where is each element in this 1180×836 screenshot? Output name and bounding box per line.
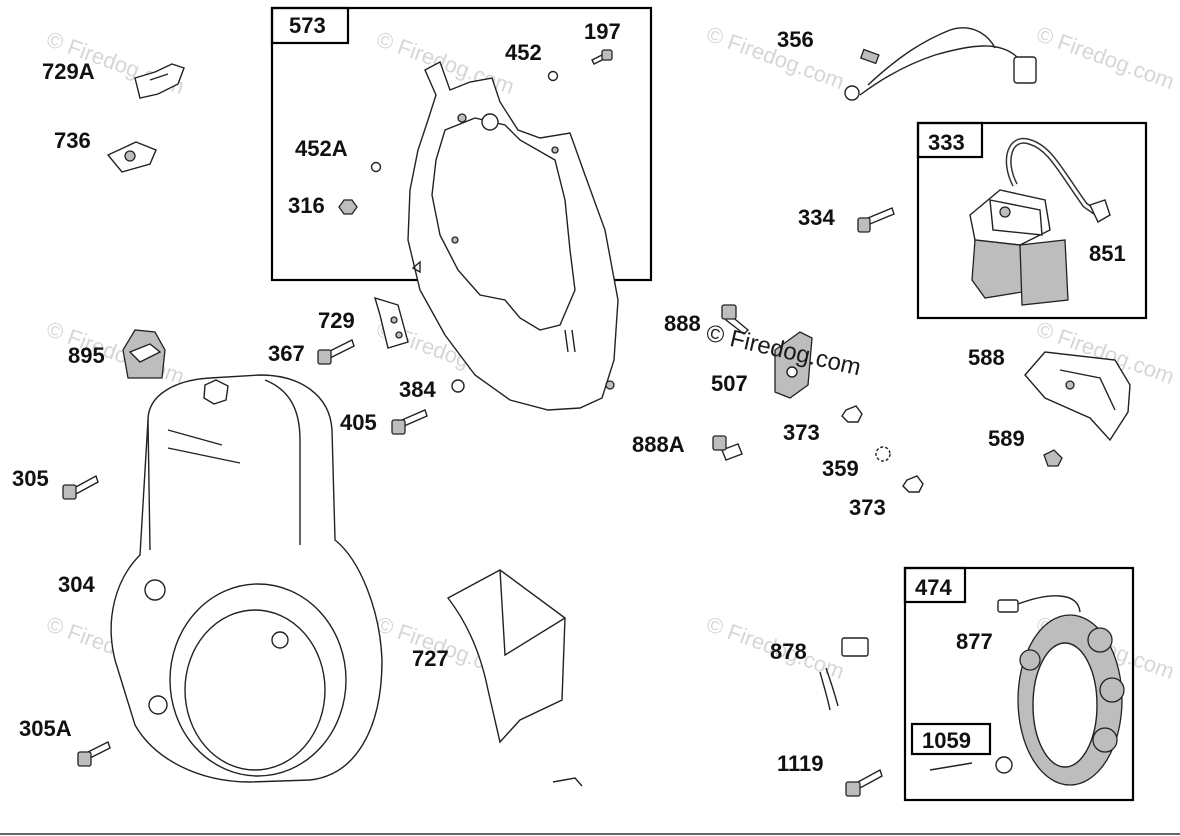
label-474: 474 bbox=[915, 575, 952, 600]
label-452: 452 bbox=[505, 40, 542, 65]
nut-373a bbox=[841, 405, 863, 423]
group-333-frame bbox=[916, 121, 1148, 320]
label-1059: 1059 bbox=[922, 728, 971, 753]
screw-197 bbox=[591, 49, 613, 65]
label-356: 356 bbox=[777, 27, 814, 52]
watermark: © Firedog.com bbox=[43, 316, 187, 389]
group-573-tag bbox=[270, 6, 350, 45]
ignition-coil-333 bbox=[969, 137, 1111, 306]
screw-888 bbox=[721, 304, 750, 335]
label-588: 588 bbox=[968, 345, 1005, 370]
label-373a: 373 bbox=[783, 420, 820, 445]
clip-729a bbox=[134, 63, 185, 99]
shield-727 bbox=[446, 569, 566, 744]
washer-384 bbox=[451, 379, 465, 393]
switch-895 bbox=[122, 329, 166, 379]
bracket-729 bbox=[373, 296, 409, 349]
group-474 bbox=[903, 566, 1135, 802]
spring-727 bbox=[552, 777, 583, 787]
label-877: 877 bbox=[956, 629, 993, 654]
label-736: 736 bbox=[54, 128, 91, 153]
label-1119: 1119 bbox=[777, 751, 824, 776]
blower-housing-304 bbox=[110, 374, 383, 783]
screw-305 bbox=[62, 474, 99, 500]
screw-305a bbox=[77, 741, 111, 767]
label-359: 359 bbox=[822, 456, 859, 481]
washer-452 bbox=[547, 70, 559, 82]
connector-878 bbox=[819, 637, 869, 711]
label-304: 304 bbox=[58, 572, 95, 597]
watermark: © Firedog.com bbox=[703, 21, 847, 94]
label-405: 405 bbox=[340, 410, 377, 435]
label-878: 878 bbox=[770, 639, 807, 664]
label-367: 367 bbox=[268, 341, 305, 366]
screw-888a bbox=[712, 435, 743, 461]
label-727: 727 bbox=[412, 646, 449, 671]
label-334: 334 bbox=[798, 205, 835, 230]
label-895: 895 bbox=[68, 343, 105, 368]
nut-373b bbox=[902, 475, 924, 493]
label-316: 316 bbox=[288, 193, 325, 218]
clip-736 bbox=[106, 141, 157, 173]
label-452a: 452A bbox=[295, 136, 348, 161]
label-384: 384 bbox=[399, 377, 436, 402]
label-507: 507 bbox=[711, 371, 748, 396]
screw-334 bbox=[857, 207, 895, 233]
lockwasher-359 bbox=[875, 446, 891, 462]
group-474-frame bbox=[903, 566, 1135, 802]
screw-1119 bbox=[845, 768, 883, 797]
callout-labels: 573 197 452 452A 316 356 729A 736 333 33… bbox=[12, 13, 1126, 776]
label-851: 851 bbox=[1089, 241, 1126, 266]
label-589: 589 bbox=[988, 426, 1025, 451]
group-474-tag bbox=[903, 566, 967, 604]
screw-367 bbox=[317, 339, 355, 365]
label-573: 573 bbox=[289, 13, 326, 38]
label-305a: 305A bbox=[19, 716, 72, 741]
screw-405 bbox=[391, 409, 428, 435]
label-729: 729 bbox=[318, 308, 355, 333]
group-1059-tag bbox=[910, 722, 992, 756]
screw-589 bbox=[1043, 449, 1063, 467]
backplate-part bbox=[407, 61, 619, 411]
label-333: 333 bbox=[928, 130, 965, 155]
nut-316 bbox=[338, 199, 358, 215]
wire-356 bbox=[844, 27, 1037, 101]
bracket-588 bbox=[1024, 351, 1131, 442]
screw-1059 bbox=[929, 756, 1013, 774]
label-888a: 888A bbox=[632, 432, 685, 457]
stator-877 bbox=[997, 595, 1125, 786]
group-333-tag bbox=[916, 121, 984, 159]
label-305: 305 bbox=[12, 466, 49, 491]
label-373b: 373 bbox=[849, 495, 886, 520]
label-888: 888 bbox=[664, 311, 701, 336]
washer-452a bbox=[370, 161, 382, 173]
watermark: © Firedog.com bbox=[1033, 21, 1177, 94]
label-729a: 729A bbox=[42, 59, 95, 84]
label-197: 197 bbox=[584, 19, 621, 44]
bracket-507 bbox=[774, 331, 813, 399]
group-333 bbox=[916, 121, 1148, 320]
